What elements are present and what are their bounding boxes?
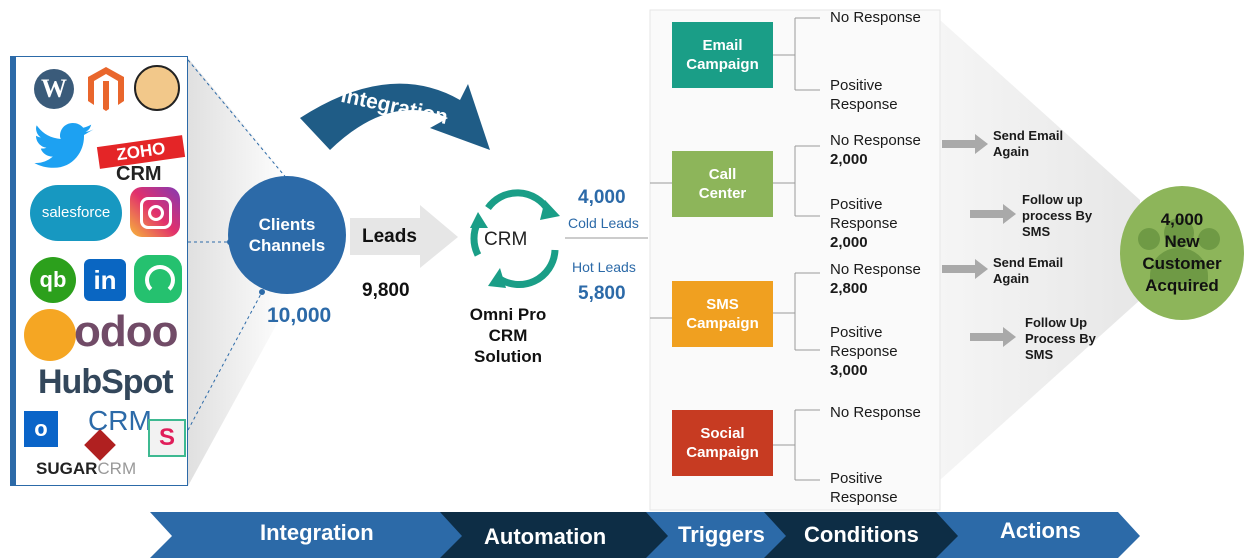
call-no-response: No Response	[830, 132, 921, 149]
quickbooks-icon: qb	[30, 257, 76, 303]
linkedin-icon: in	[84, 259, 126, 301]
instagram-icon	[130, 187, 180, 237]
action-send-email-2: Send Email Again	[993, 255, 1064, 286]
zoho-crm-text: CRM	[116, 163, 162, 185]
zoho-logo: ZOHO	[96, 135, 186, 169]
crm-caption: Omni Pro CRM Solution	[469, 305, 547, 366]
sugarcrm-logo: SUGARCRM	[36, 459, 136, 479]
action-follow-up-sms-2: Follow Up Process By SMS	[1025, 315, 1096, 362]
stage-integration-label: Integration	[260, 520, 374, 545]
crm-center-label: CRM	[484, 229, 528, 250]
call-positive-response: Positive Response	[830, 196, 898, 232]
stage-conditions-chevron	[764, 512, 966, 558]
stage-triggers-chevron	[646, 512, 794, 558]
social-campaign-box: Social Campaign	[672, 410, 773, 476]
email-positive-response: Positive Response	[830, 77, 898, 113]
people-icon	[1134, 214, 1224, 284]
cold-leads-label: Cold Leads	[568, 215, 639, 231]
wordpress-icon: W	[34, 69, 74, 109]
leads-count: 9,800	[362, 280, 410, 301]
stage-automation-label: Automation	[484, 524, 607, 549]
email-no-response: No Response	[830, 9, 921, 26]
hubspot-text: HubSpot	[38, 363, 174, 401]
new-customers-label: 4,000 New Customer Acquired	[1142, 210, 1222, 295]
sugar-text: SUGAR	[36, 459, 98, 478]
stage-chevrons	[150, 512, 1140, 558]
magento-icon	[88, 67, 124, 111]
salesforce-logo: salesforce	[30, 185, 122, 241]
sms-positive-response-count: 3,000	[830, 362, 868, 379]
slack-icon: S	[148, 419, 186, 457]
action-follow-up-sms-1: Follow up process By SMS	[1022, 192, 1093, 239]
outlook-icon: o	[24, 411, 58, 447]
sms-no-response: No Response	[830, 261, 921, 278]
leads-label: Leads	[362, 226, 417, 247]
twitter-icon	[34, 123, 94, 168]
call-center-box: Call Center	[672, 151, 773, 217]
action-send-email-1: Send Email Again	[993, 128, 1064, 159]
sms-campaign-box: SMS Campaign	[672, 281, 773, 347]
clients-channels-label: Clients Channels	[248, 215, 326, 255]
stage-triggers-label: Triggers	[678, 522, 765, 547]
new-customers-circle: 4,000 New Customer Acquired	[1120, 186, 1244, 320]
hot-leads-count: 5,800	[578, 283, 626, 304]
email-campaign-box: Email Campaign	[672, 22, 773, 88]
social-no-response: No Response	[830, 404, 921, 421]
mailchimp-icon	[134, 65, 180, 111]
channel-logos-panel: W ZOHO CRM salesforce qb in odoo HubSpot…	[10, 56, 188, 486]
sms-no-response-count: 2,800	[830, 280, 868, 297]
cold-leads-count: 4,000	[578, 187, 626, 208]
call-positive-response-count: 2,000	[830, 234, 868, 251]
odoo-text: odoo	[74, 307, 179, 356]
clients-count: 10,000	[267, 304, 332, 327]
social-positive-response: Positive Response	[830, 470, 898, 506]
stage-actions-chevron	[936, 512, 1140, 558]
odoo-person-icon	[24, 309, 76, 361]
hot-leads-label: Hot Leads	[572, 259, 636, 275]
call-no-response-count: 2,000	[830, 151, 868, 168]
stage-actions-label: Actions	[1000, 518, 1081, 543]
sms-positive-response: Positive Response	[830, 324, 898, 360]
clients-channels-circle: Clients Channels	[228, 176, 346, 294]
headset-icon	[134, 255, 182, 303]
stage-conditions-label: Conditions	[804, 522, 919, 547]
stage-automation-chevron	[440, 512, 680, 558]
sugar-crm-text: CRM	[97, 459, 137, 478]
stage-integration-chevron	[150, 512, 472, 558]
